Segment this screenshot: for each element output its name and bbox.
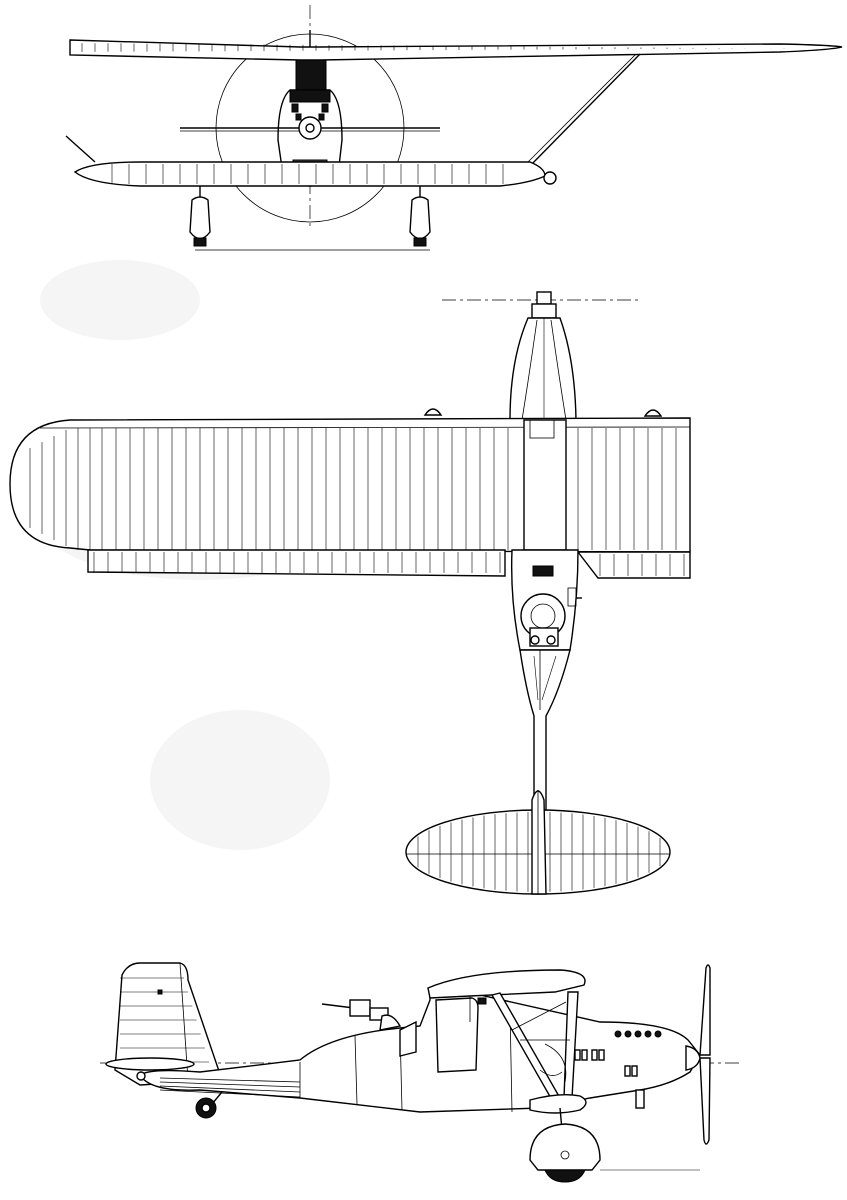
- engine-cowling-plan: [509, 317, 577, 421]
- aileron-left: [87, 549, 506, 577]
- main-wing-plan: [9, 417, 691, 553]
- spinner: [298, 116, 322, 140]
- rear-fuselage-plan: [519, 649, 571, 821]
- lower-wing-side: [529, 1093, 587, 1114]
- upper-wing-front: [69, 39, 843, 61]
- front-view: [65, 5, 843, 251]
- plan-view: [9, 291, 691, 895]
- wing-strut: [527, 53, 641, 169]
- landing-gear-front: [189, 186, 431, 247]
- aileron-right: [576, 551, 691, 579]
- gun-mount-side: [321, 999, 402, 1031]
- cabane-block: [295, 59, 327, 91]
- upper-wing-side: [427, 969, 586, 999]
- tail-wheel: [195, 1091, 223, 1119]
- propeller-side: [685, 964, 711, 1145]
- side-view: [100, 962, 740, 1183]
- lower-wing-front: [73, 161, 546, 187]
- fuselage-side: [139, 994, 701, 1113]
- main-gear-side: [529, 1107, 601, 1183]
